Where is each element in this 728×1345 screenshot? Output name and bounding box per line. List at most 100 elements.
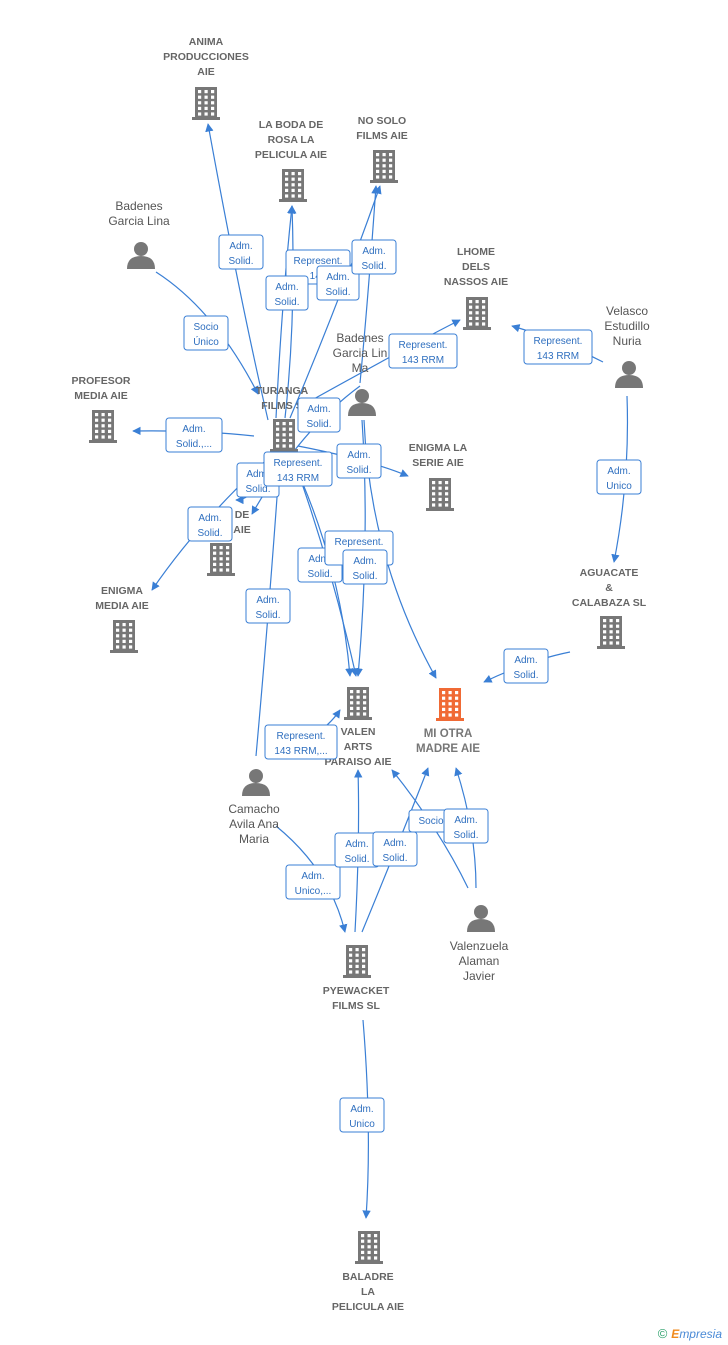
edge-label-valenzuela-to-miotra[interactable]: Adm.Solid. (443, 808, 489, 844)
node-label: CALABAZA SL (572, 597, 647, 609)
node-label: Camacho (228, 802, 280, 816)
building-window (455, 713, 459, 717)
building-window (475, 300, 479, 304)
person-body (615, 375, 643, 388)
building-window (438, 503, 442, 507)
building-window (469, 311, 473, 315)
edge-label-pyewacket-to-valen[interactable]: Adm.Solid. (334, 832, 380, 868)
building-window (198, 90, 202, 94)
edge-label-badenes_m-to-de_aie[interactable]: Adm.Solid. (297, 397, 341, 433)
building-window (363, 701, 367, 705)
edge-label-text: Adm. (229, 241, 252, 252)
node-label: Badenes (336, 331, 383, 345)
edge-label-camacho-to-valen[interactable]: Represent.143 RRM,... (264, 724, 338, 760)
building-window (432, 503, 436, 507)
edge-label-badenes_m-to-miotra[interactable]: Adm.Solid. (342, 549, 388, 585)
building-window (367, 1234, 371, 1238)
edge-label-turanga-to-nosolo[interactable]: Adm.Solid. (316, 265, 360, 301)
node-aguacate[interactable]: AGUACATE&CALABAZA SL (572, 567, 647, 649)
edge-label-text: Adm. (307, 404, 330, 415)
edge-label-box (316, 265, 360, 301)
building-window (291, 194, 295, 198)
person-head (134, 242, 148, 256)
building-window (276, 433, 280, 437)
building-window (219, 546, 223, 550)
building-icon (207, 543, 235, 576)
edge-label-turanga-to-profesor[interactable]: Adm.Solid.,... (165, 417, 223, 453)
building-window (116, 639, 120, 643)
edge-label-text: Solid. (325, 287, 350, 298)
node-label: ARTS (344, 741, 373, 753)
building-window (122, 634, 126, 638)
node-label: NASSOS AIE (444, 276, 508, 288)
building-window (469, 300, 473, 304)
node-label: LHOME (457, 246, 495, 258)
building-window (363, 712, 367, 716)
building-window (129, 623, 133, 627)
edge-label-turanga-to-enigma_media[interactable]: Adm.Solid. (187, 506, 233, 542)
building-window (355, 964, 359, 968)
building-window (276, 444, 280, 448)
edge-label-pyewacket-to-baladre[interactable]: Adm.Unico (339, 1097, 385, 1133)
building-window (438, 481, 442, 485)
building-base (597, 646, 625, 649)
edge-label-text: Adm. (347, 450, 370, 461)
edge-label-camacho-to-turanga[interactable]: Adm.Solid. (245, 588, 291, 624)
building-window (363, 706, 367, 710)
building-window (389, 153, 393, 157)
building-window (382, 175, 386, 179)
node-label: Alaman (459, 954, 500, 968)
building-window (282, 444, 286, 448)
edge-label-aguacate-to-miotra[interactable]: Adm.Solid. (503, 648, 549, 684)
building-window (482, 300, 486, 304)
person-head (355, 389, 369, 403)
building-window (356, 690, 360, 694)
building-base (355, 1261, 383, 1264)
building-window (350, 712, 354, 716)
node-label: PROFESOR (72, 375, 131, 387)
edge-label-turanga-to-boda[interactable]: Adm.Solid. (265, 275, 309, 311)
person-body (242, 783, 270, 796)
person-icon (467, 905, 495, 932)
edge-label-turanga-to-anima[interactable]: Adm.Solid. (218, 234, 264, 270)
building-window (101, 435, 105, 439)
edge-label-turanga-to-enigma_serie[interactable]: Adm.Solid. (336, 443, 382, 479)
edge-label-velasco-to-lhome[interactable]: Represent.143 RRM (523, 329, 593, 365)
edge-label-badenes_m-to-nosolo[interactable]: Adm.Solid. (351, 239, 397, 275)
edge-label-text: Adm. (607, 466, 630, 477)
building-window (350, 706, 354, 710)
edge-label-pyewacket-to-miotra[interactable]: Adm.Solid. (372, 831, 418, 867)
edge-label-text: 143 RRM (402, 355, 444, 366)
building-window (603, 619, 607, 623)
building-window (349, 964, 353, 968)
building-window (285, 194, 289, 198)
building-window (482, 322, 486, 326)
edge-label-text: Represent. (399, 340, 448, 351)
edge-label-velasco-to-aguacate[interactable]: Adm.Unico (596, 459, 642, 495)
edge-label-camacho-to-pyewacket[interactable]: Adm.Unico,... (285, 864, 341, 900)
edge-label-turanga-to-lhome[interactable]: Represent. 143 RRM (388, 333, 458, 369)
edge-label-turanga-to-valen[interactable]: Represent.143 RRM (263, 451, 333, 487)
building-icon (597, 616, 625, 649)
building-window (363, 690, 367, 694)
building-window (367, 1256, 371, 1260)
